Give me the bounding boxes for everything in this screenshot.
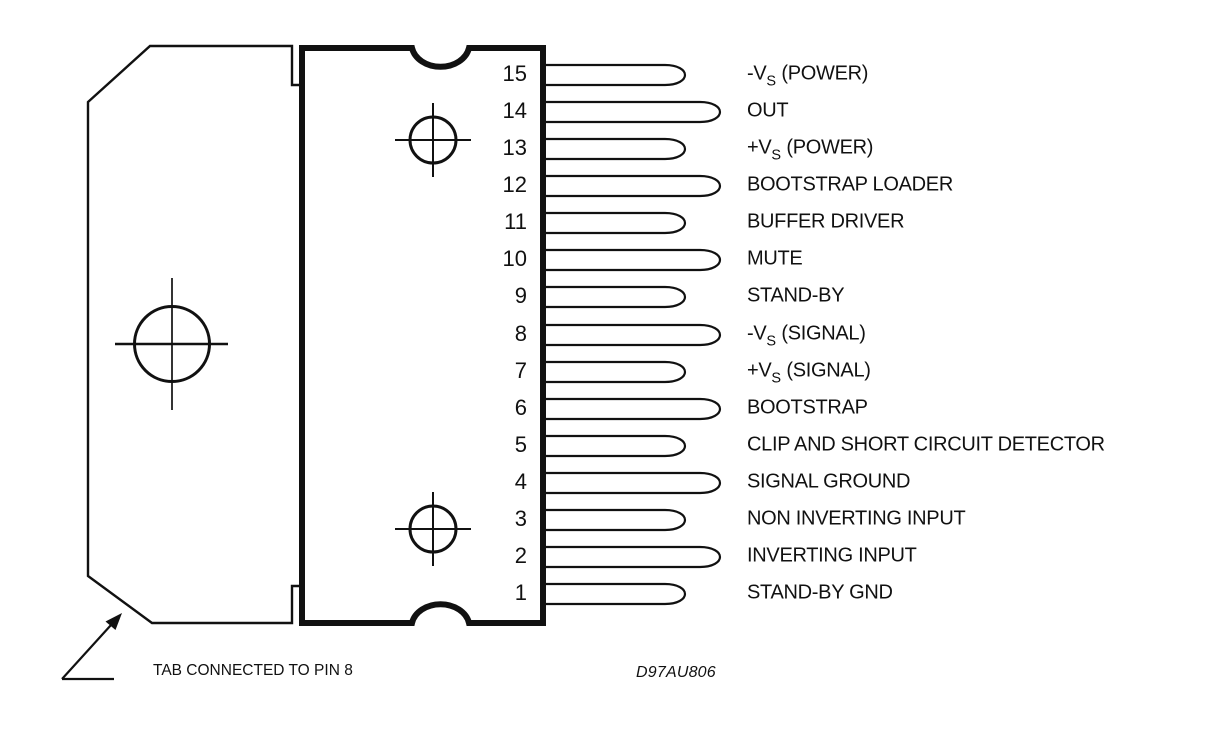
pin-number: 12: [502, 171, 527, 197]
pin-lead-12: [544, 174, 722, 198]
pin-number: 14: [502, 97, 527, 123]
tab-mounting-hole-icon: [115, 278, 228, 410]
body-hole-bottom-icon: [395, 492, 471, 566]
pin-number: 2: [514, 542, 527, 568]
ic-body-outline: [299, 45, 546, 626]
pin-number: 13: [502, 134, 527, 160]
pin-label: -VS (POWER): [747, 62, 869, 90]
pin-label: STAND-BY GND: [747, 581, 893, 604]
pin-number: 8: [514, 320, 527, 346]
pin-label: INVERTING INPUT: [747, 544, 917, 567]
pin-lead-6: [544, 397, 722, 421]
pin-lead-5: [544, 434, 687, 458]
pin-lead-13: [544, 137, 687, 161]
pin-label: STAND-BY: [747, 284, 845, 307]
pin-number: 6: [514, 394, 527, 420]
pin-lead-15: [544, 63, 687, 87]
pin-label: -VS (SIGNAL): [747, 322, 866, 350]
pin-label: CLIP AND SHORT CIRCUIT DETECTOR: [747, 433, 1105, 456]
pin-number: 11: [504, 208, 527, 234]
pin-label: +VS (SIGNAL): [747, 359, 871, 387]
pin-number: 10: [502, 245, 527, 271]
pin-number: 15: [502, 60, 527, 86]
pin-number: 5: [514, 431, 527, 457]
pin-label: SIGNAL GROUND: [747, 470, 911, 493]
body-hole-top-icon: [395, 103, 471, 177]
pin-lead-10: [544, 248, 722, 272]
pin-number: 1: [514, 579, 527, 605]
pin-label: BOOTSTRAP LOADER: [747, 173, 953, 196]
pin-label: NON INVERTING INPUT: [747, 507, 966, 530]
pin-label: +VS (POWER): [747, 136, 874, 164]
pin-lead-4: [544, 471, 722, 495]
pin-lead-14: [544, 100, 722, 124]
pin-lead-1: [544, 582, 687, 606]
diagram-reference-code: D97AU806: [636, 664, 716, 681]
pin-number: 9: [514, 282, 527, 308]
tab-connection-note: TAB CONNECTED TO PIN 8: [153, 662, 353, 679]
pin-lead-3: [544, 508, 687, 532]
tab-outline: [86, 44, 301, 625]
pin-lead-11: [544, 211, 687, 235]
pin-label: BOOTSTRAP: [747, 396, 868, 419]
tab-pointer-arrow-icon: [61, 613, 122, 681]
pin-lead-7: [544, 360, 687, 384]
pin-number: 7: [514, 357, 527, 383]
pin-label: OUT: [747, 99, 789, 122]
pin-lead-2: [544, 545, 722, 569]
pin-label: MUTE: [747, 247, 803, 270]
pin-number: 3: [514, 505, 527, 531]
pin-label: BUFFER DRIVER: [747, 210, 905, 233]
pin-leads: [544, 63, 722, 606]
pin-number: 4: [514, 468, 527, 494]
pin-lead-9: [544, 285, 687, 309]
pin-lead-8: [544, 323, 722, 347]
